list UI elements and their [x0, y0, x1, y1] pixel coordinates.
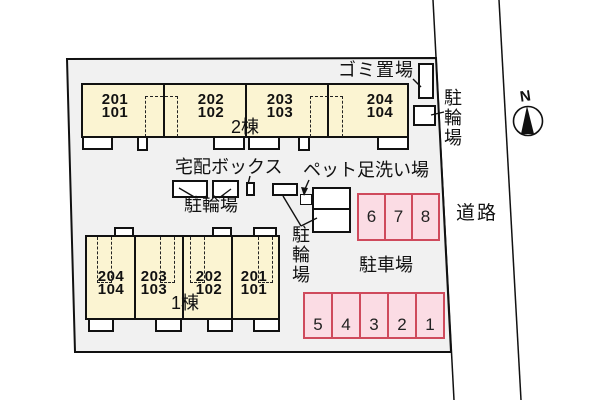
building-2: 201 101 202 102 203 103 204 104 — [81, 83, 409, 138]
unit-number-lower: 101 — [240, 281, 268, 298]
unit-number-lower: 103 — [266, 104, 294, 121]
car-park-label: 駐車場 — [359, 255, 413, 275]
entrance-porch — [253, 227, 277, 237]
garbage-area-label: ゴミ置場 — [338, 60, 414, 80]
unit-label-b2-201: 201 101 — [90, 91, 140, 121]
bicycle-parking-rect — [272, 183, 298, 196]
balcony — [248, 136, 280, 150]
stairs-dashed — [190, 237, 205, 283]
building-1: 204 104 203 103 202 102 201 101 — [85, 235, 280, 320]
road-right-edge — [498, 0, 522, 400]
unit-label-b1-201: 201 101 — [229, 268, 279, 298]
unit-label-b1-204: 204 104 — [86, 268, 136, 298]
balcony — [253, 318, 280, 332]
unit-number-lower: 104 — [366, 104, 394, 121]
unit-divider — [327, 85, 329, 136]
parking-space-4: 4 — [331, 292, 361, 339]
unit-number-upper: 204 — [366, 91, 394, 108]
entrance-porch — [137, 136, 148, 151]
unit-number-upper: 201 — [240, 268, 268, 285]
pointer-bicycle-c — [282, 195, 302, 227]
parking-row-bottom: 5 4 3 2 1 — [303, 292, 446, 339]
entrance-porch — [114, 227, 134, 237]
unit-number-lower: 102 — [195, 281, 223, 298]
bicycle-shed — [312, 187, 351, 233]
parking-space-2: 2 — [387, 292, 417, 339]
delivery-box-label: 宅配ボックス — [175, 157, 283, 177]
balcony — [88, 318, 114, 332]
compass-circle — [512, 105, 544, 137]
unit-number-upper: 202 — [197, 91, 225, 108]
balcony — [213, 136, 245, 150]
road-label: 道路 — [456, 203, 499, 224]
parking-space-6: 6 — [357, 193, 386, 241]
stairs-dashed — [145, 96, 178, 137]
balcony — [82, 136, 113, 150]
building-1-name: 1棟 — [171, 293, 200, 313]
pet-wash-label: ペット足洗い場 — [303, 160, 429, 180]
balcony — [377, 136, 409, 150]
balcony — [207, 318, 233, 332]
shed-divider — [314, 208, 349, 210]
unit-number-lower: 103 — [140, 281, 168, 298]
bicycle-parking-label-mid-vertical: 駐輪場 — [290, 225, 310, 285]
bicycle-parking-label-mid: 駐輪場 — [184, 195, 238, 215]
balcony — [155, 318, 182, 332]
bicycle-parking-label-top-right: 駐輪場 — [442, 88, 462, 148]
stairs-dashed — [160, 237, 175, 283]
unit-number-lower: 104 — [97, 281, 125, 298]
parking-space-1: 1 — [415, 292, 445, 339]
garbage-area — [418, 63, 434, 99]
stairs-dashed — [258, 237, 273, 283]
unit-number-upper: 203 — [266, 91, 294, 108]
unit-label-b2-204: 204 104 — [355, 91, 405, 121]
stairs-dashed — [310, 96, 343, 137]
unit-divider — [163, 85, 165, 136]
unit-label-b2-202: 202 102 — [186, 91, 236, 121]
parking-space-8: 8 — [411, 193, 440, 241]
unit-label-b2-203: 203 103 — [255, 91, 305, 121]
entrance-porch — [212, 227, 232, 237]
bicycle-parking-rect — [413, 105, 436, 126]
parking-space-7: 7 — [384, 193, 413, 241]
unit-number-upper: 202 — [195, 268, 223, 285]
stairs-dashed — [97, 237, 112, 283]
unit-divider — [231, 237, 233, 318]
unit-number-lower: 101 — [101, 104, 129, 121]
entrance-porch — [298, 136, 310, 151]
unit-number-upper: 201 — [101, 91, 129, 108]
unit-label-b1-202: 202 102 — [184, 268, 234, 298]
pet-wash-arrow-shaft — [304, 179, 310, 190]
compass-needle-icon — [521, 106, 534, 134]
parking-space-5: 5 — [303, 292, 333, 339]
delivery-box — [246, 182, 255, 196]
north-label: N — [518, 87, 532, 106]
unit-number-lower: 102 — [197, 104, 225, 121]
pet-wash-station — [300, 194, 312, 205]
building-2-name: 2棟 — [231, 117, 260, 137]
unit-number-upper: 204 — [97, 268, 125, 285]
unit-divider — [245, 85, 247, 136]
unit-divider — [182, 237, 184, 318]
unit-divider — [134, 237, 136, 318]
parking-row-top: 6 7 8 — [357, 193, 440, 241]
parking-space-3: 3 — [359, 292, 389, 339]
